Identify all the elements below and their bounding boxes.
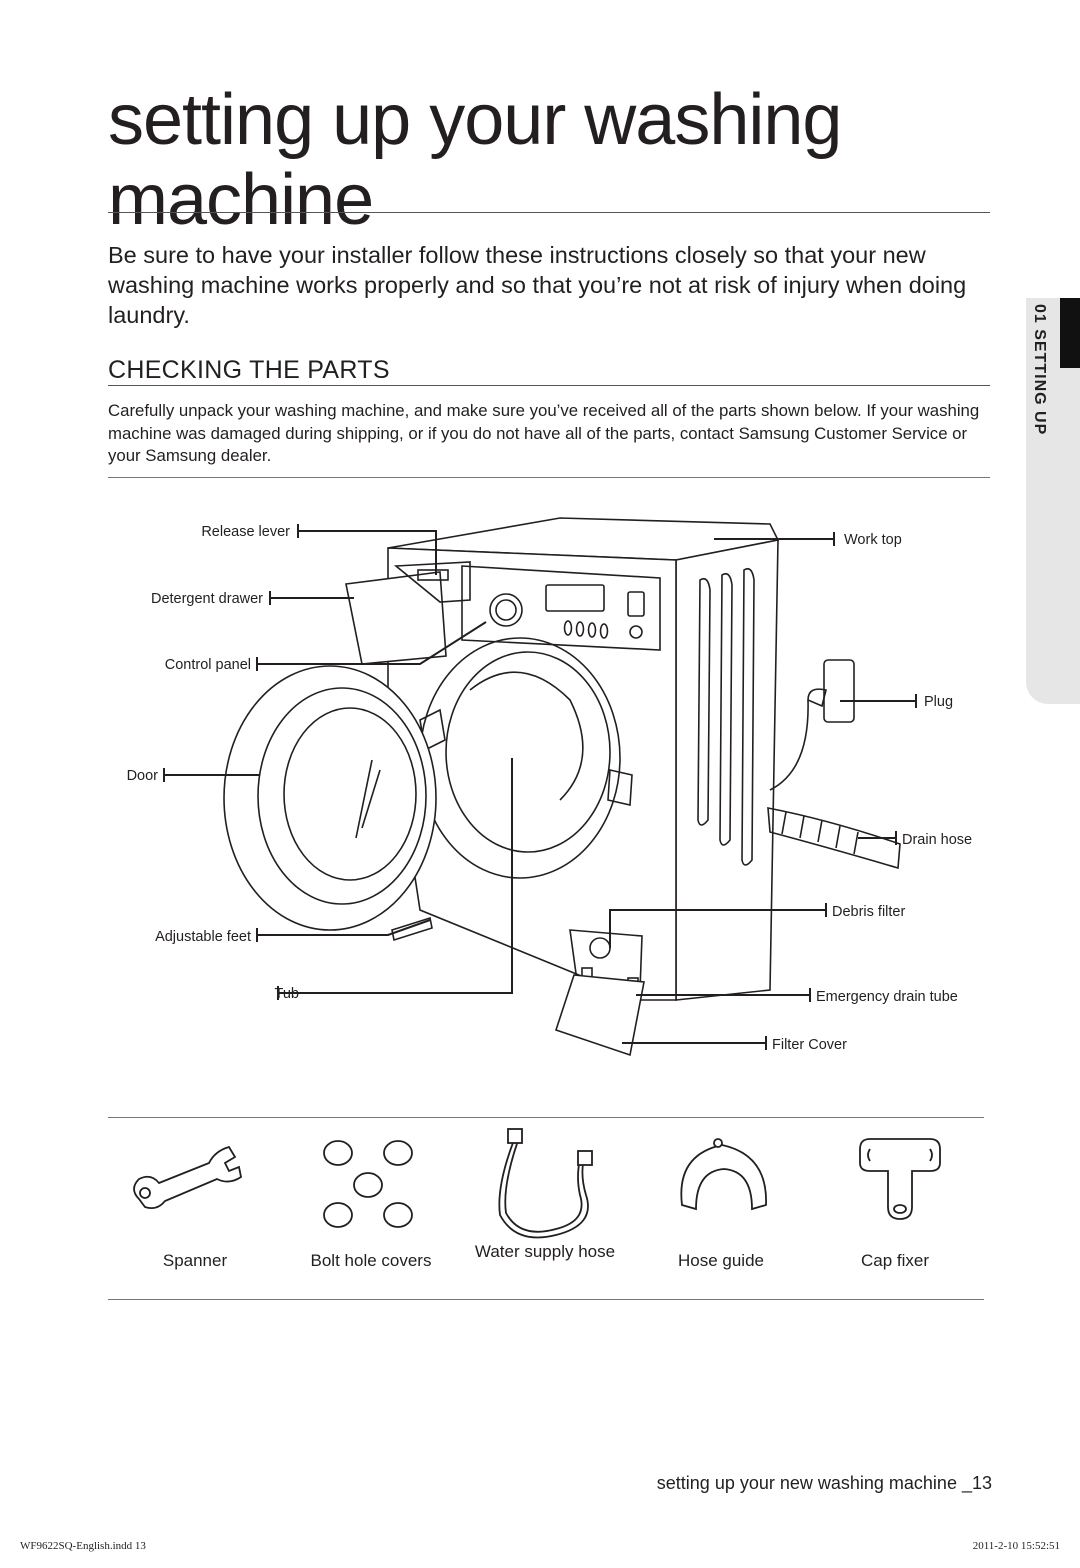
- print-file-info: WF9622SQ-English.indd 13: [20, 1540, 146, 1552]
- accessory-spanner: [125, 1125, 275, 1295]
- hose-guide-icon: [680, 1138, 767, 1211]
- accessory-cap-fixer: [854, 1125, 1004, 1295]
- water-supply-hose-icon: [498, 1128, 593, 1239]
- label-control-panel: Control panel: [165, 657, 251, 673]
- section-divider: [108, 385, 990, 386]
- label-work-top: Work top: [844, 532, 902, 548]
- section-paragraph: Carefully unpack your washing machine, a…: [108, 401, 980, 465]
- label-tub: Tub: [275, 986, 299, 1002]
- washing-machine-illustration: [223, 517, 901, 1057]
- label-detergent-drawer: Detergent drawer: [151, 591, 263, 607]
- bolt-hole-covers-icon: [323, 1140, 413, 1228]
- label-debris-filter: Debris filter: [832, 904, 905, 920]
- page-title: setting up your washing machine: [108, 80, 842, 240]
- label-plug: Plug: [924, 694, 953, 710]
- title-divider: [108, 212, 990, 213]
- chapter-side-tab-marker: [1060, 298, 1080, 368]
- label-leader-lines: [163, 524, 917, 1050]
- accessory-bolt-hole-covers: [318, 1125, 468, 1295]
- intro-paragraph: Be sure to have your installer follow th…: [108, 242, 967, 328]
- accessory-label-water-supply-hose: Water supply hose: [474, 1242, 616, 1261]
- accessory-hose-guide: [672, 1125, 822, 1295]
- spanner-icon: [133, 1145, 243, 1210]
- chapter-side-tab-label: 01 SETTING UP: [1031, 304, 1048, 436]
- accessory-water-supply-hose: [486, 1125, 636, 1295]
- washing-machine-diagram: Release lever Detergent drawer Control p…: [127, 517, 973, 1057]
- section-heading: CHECKING THE PARTS: [108, 356, 390, 384]
- label-release-lever: Release lever: [201, 524, 290, 540]
- accessory-label-spanner: Spanner: [162, 1251, 228, 1270]
- accessories-divider-top: [108, 1117, 984, 1118]
- cap-fixer-icon: [859, 1138, 941, 1220]
- label-adjustable-feet: Adjustable feet: [155, 929, 251, 945]
- section-divider-bottom: [108, 477, 990, 478]
- print-date-info: 2011-2-10 15:52:51: [972, 1540, 1060, 1552]
- accessories-divider-bottom: [108, 1299, 984, 1300]
- label-emergency-drain-tube: Emergency drain tube: [816, 989, 958, 1005]
- label-filter-cover: Filter Cover: [772, 1037, 847, 1053]
- accessory-label-cap-fixer: Cap fixer: [860, 1251, 930, 1270]
- label-door: Door: [127, 768, 159, 784]
- accessory-label-hose-guide: Hose guide: [677, 1251, 764, 1270]
- page-footer-label: setting up your new washing machine _13: [656, 1473, 992, 1493]
- label-drain-hose: Drain hose: [902, 832, 972, 848]
- diagram-labels: Release lever Detergent drawer Control p…: [127, 524, 973, 1053]
- accessory-label-bolt-hole-covers: Bolt hole covers: [310, 1251, 432, 1270]
